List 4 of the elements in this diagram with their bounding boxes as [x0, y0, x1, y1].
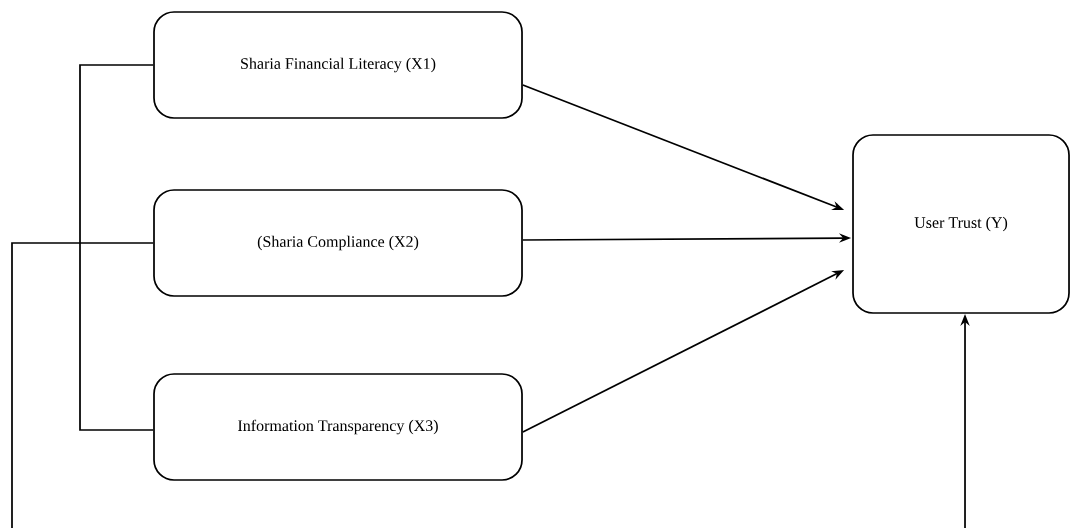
- process-box: User Trust (Y): [852, 134, 1070, 314]
- process-box: (Sharia Compliance (X2): [153, 189, 523, 297]
- process-box: Sharia Financial Literacy (X1): [153, 11, 523, 119]
- process-box: Information Transparency (X3): [153, 373, 523, 481]
